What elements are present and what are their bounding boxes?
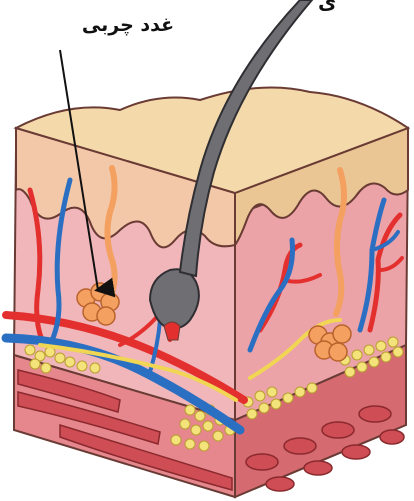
corner-text-fragment: ی bbox=[318, 0, 336, 14]
hair-follicle bbox=[150, 269, 199, 328]
sebaceous-gland-label: غدد چربی bbox=[58, 14, 198, 36]
